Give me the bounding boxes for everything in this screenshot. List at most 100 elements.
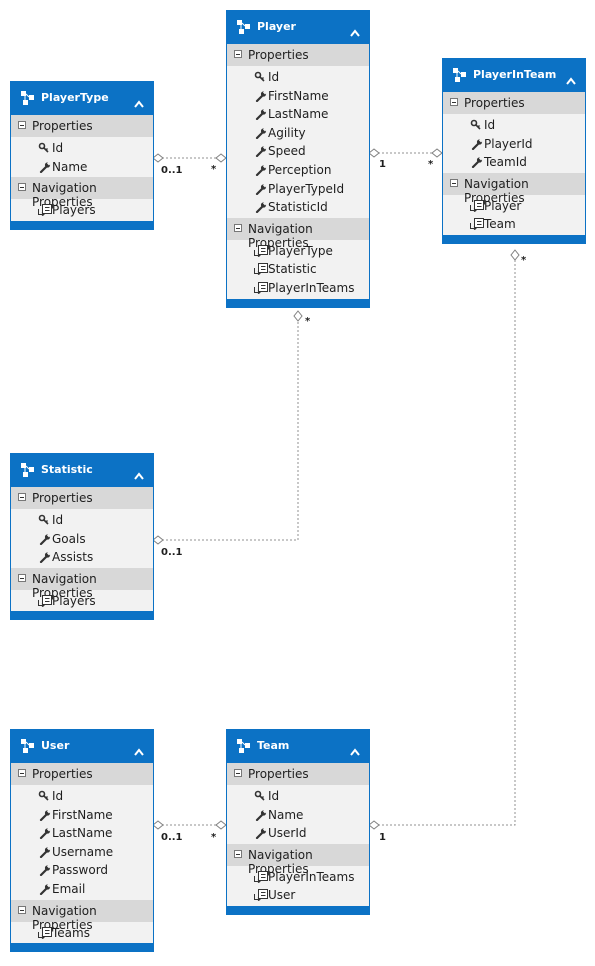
entity-header[interactable]: Player	[227, 11, 369, 44]
collapse-box-icon[interactable]	[234, 223, 242, 232]
navigation-row[interactable]: PlayerInTeams	[227, 279, 369, 298]
property-row[interactable]: PlayerTypeId	[227, 180, 369, 199]
navigation-row[interactable]: Players	[11, 201, 153, 220]
entity-title: PlayerInTeam	[473, 68, 557, 81]
properties-section-header[interactable]: Properties	[11, 763, 153, 785]
navigation-row[interactable]: Player	[443, 197, 585, 216]
navigation-section-header[interactable]: Navigation Properties	[443, 172, 585, 205]
property-row[interactable]: FirstName	[11, 806, 153, 825]
property-row[interactable]: UserId	[227, 824, 369, 843]
properties-section-header[interactable]: Properties	[443, 92, 585, 114]
collapse-box-icon[interactable]	[450, 98, 458, 106]
collapse-box-icon[interactable]	[18, 121, 26, 129]
wrench-icon	[254, 108, 268, 121]
collapse-box-icon[interactable]	[18, 573, 26, 582]
collapse-box-icon[interactable]	[18, 769, 26, 777]
property-row[interactable]: Name	[227, 806, 369, 825]
collapse-box-icon[interactable]	[234, 849, 242, 858]
chevron-up-icon[interactable]	[350, 741, 360, 760]
multiplicity-label: *	[211, 164, 217, 175]
property-row[interactable]: Id	[227, 68, 369, 87]
navigation-section-header[interactable]: Navigation Properties	[11, 899, 153, 932]
properties-section-header[interactable]: Properties	[11, 487, 153, 509]
key-icon	[38, 790, 52, 802]
property-name: TeamId	[484, 155, 527, 170]
wrench-icon	[254, 809, 268, 821]
entity-footer	[443, 234, 585, 243]
navigation-row[interactable]: Team	[443, 215, 585, 234]
property-row[interactable]: FirstName	[227, 87, 369, 106]
entity-title: Statistic	[41, 463, 93, 476]
collapse-box-icon[interactable]	[18, 183, 26, 192]
property-name: FirstName	[268, 88, 329, 103]
property-row[interactable]: Id	[11, 139, 153, 158]
properties-section-header[interactable]: Properties	[227, 44, 369, 66]
navigation-row[interactable]: PlayerType	[227, 242, 369, 261]
property-name: Id	[52, 789, 64, 803]
navigation-row[interactable]: User	[227, 886, 369, 905]
property-row[interactable]: Name	[11, 158, 153, 177]
property-row[interactable]: LastName	[227, 105, 369, 124]
property-name: PlayerTypeId	[268, 181, 345, 196]
properties-section-header[interactable]: Properties	[11, 115, 153, 137]
collapse-box-icon[interactable]	[18, 493, 26, 501]
property-row[interactable]: Password	[11, 861, 153, 880]
chevron-up-icon[interactable]	[350, 22, 360, 41]
property-row[interactable]: Id	[443, 116, 585, 135]
chevron-up-icon[interactable]	[566, 70, 576, 89]
property-row[interactable]: Assists	[11, 548, 153, 567]
key-icon	[38, 142, 52, 154]
entity-header[interactable]: Statistic	[11, 454, 153, 487]
property-row[interactable]: Email	[11, 880, 153, 899]
property-row[interactable]: Id	[11, 511, 153, 530]
property-row[interactable]: Id	[227, 787, 369, 806]
property-row[interactable]: Agility	[227, 124, 369, 143]
navigation-name: Players	[52, 593, 96, 608]
chevron-up-icon[interactable]	[134, 93, 144, 112]
property-row[interactable]: Username	[11, 843, 153, 862]
collapse-box-icon[interactable]	[234, 50, 242, 58]
navigation-section-header[interactable]: Navigation Properties	[227, 217, 369, 250]
entity-header[interactable]: User	[11, 730, 153, 763]
property-row[interactable]: Goals	[11, 530, 153, 549]
navigation-row[interactable]: PlayerInTeams	[227, 868, 369, 887]
properties-section-header[interactable]: Properties	[227, 763, 369, 785]
navigation-row[interactable]: Teams	[11, 924, 153, 943]
collapse-box-icon[interactable]	[234, 769, 242, 777]
navigation-row[interactable]: Statistic	[227, 260, 369, 279]
property-row[interactable]: Perception	[227, 161, 369, 180]
navigation-row[interactable]: Players	[11, 592, 153, 611]
wrench-icon	[470, 156, 484, 169]
entity-header[interactable]: PlayerInTeam	[443, 59, 585, 92]
collapse-box-icon[interactable]	[450, 178, 458, 187]
chevron-up-icon[interactable]	[134, 741, 144, 760]
end-diamond	[215, 820, 227, 830]
property-name: Email	[52, 881, 86, 896]
chevron-up-icon[interactable]	[134, 465, 144, 484]
property-row[interactable]: TeamId	[443, 153, 585, 172]
end-diamond	[431, 148, 443, 158]
wrench-icon	[254, 201, 268, 214]
end-diamond	[152, 820, 164, 830]
property-row[interactable]: Id	[11, 787, 153, 806]
property-row[interactable]: StatisticId	[227, 198, 369, 217]
entity-header[interactable]: Team	[227, 730, 369, 763]
end-diamond	[510, 249, 520, 261]
property-row[interactable]: Speed	[227, 142, 369, 161]
collapse-box-icon[interactable]	[18, 905, 26, 914]
end-diamond	[368, 820, 380, 830]
property-row[interactable]: PlayerId	[443, 135, 585, 154]
navigation-section-header[interactable]: Navigation Properties	[11, 177, 153, 209]
navigation-section-header[interactable]: Navigation Properties	[11, 567, 153, 600]
entity-header[interactable]: PlayerType	[11, 82, 153, 115]
property-name: PlayerId	[484, 136, 533, 151]
navigation-section-header[interactable]: Navigation Properties	[227, 843, 369, 876]
property-row[interactable]: LastName	[11, 824, 153, 843]
